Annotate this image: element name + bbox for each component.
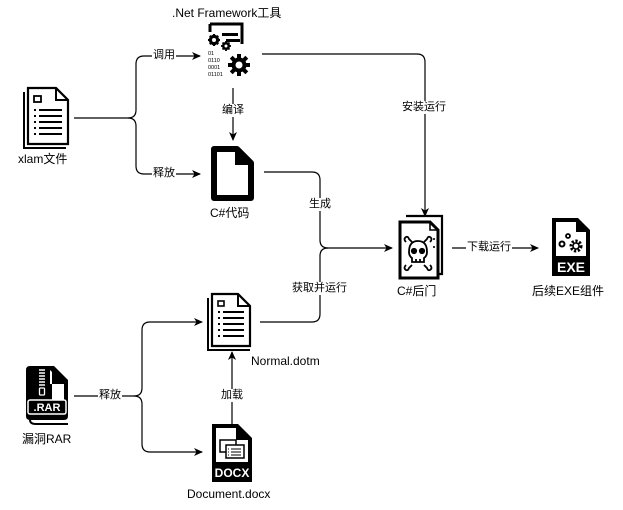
edge-rar-normal: [74, 318, 203, 397]
node-label-normal: Normal.dotm: [251, 354, 320, 368]
edge-xlam-csharp: [127, 117, 201, 178]
node-label-exe: 后续EXE组件: [532, 284, 605, 298]
edge-label-release-2: 释放: [98, 389, 122, 402]
edge-label-install-run: 安装运行: [401, 101, 447, 114]
node-label-docx: Document.docx: [187, 487, 271, 501]
skull-file-icon: [398, 214, 444, 280]
binary-line-1: 01: [208, 51, 214, 57]
edge-rar-docx: [133, 395, 203, 456]
edge-label-generate: 生成: [308, 198, 332, 211]
edge-label-download-run: 下载运行: [466, 241, 512, 254]
edge-label-load: 加载: [220, 389, 244, 402]
binary-line-2: 0110: [208, 58, 220, 64]
rar-badge: .RAR: [34, 402, 61, 414]
normal-dotm-icon: [207, 292, 252, 351]
csharp-file-icon: [211, 146, 254, 201]
binary-line-3: 0001: [208, 65, 220, 71]
edge-label-fetch-run: 获取并运行: [291, 282, 348, 295]
edge-label-release-1: 释放: [152, 167, 176, 180]
rar-file-icon: .RAR: [26, 366, 68, 425]
node-label-dotnet: .Net Framework工具: [172, 6, 282, 20]
edge-label-call: 调用: [152, 49, 176, 62]
dotnet-tool-icon: 01 0110 0001 01101: [208, 22, 250, 78]
edge-dotnet-backdoor: [262, 53, 429, 217]
node-label-xlam: xlam文件: [18, 152, 68, 166]
exe-file-icon: EXE: [552, 218, 590, 276]
node-label-rar: 漏洞RAR: [22, 432, 72, 446]
exe-badge: EXE: [557, 259, 585, 275]
docx-file-icon: DOCX: [212, 424, 252, 482]
xlam-document-icon: [23, 86, 70, 149]
docx-badge: DOCX: [215, 466, 250, 480]
edge-normal-backdoor: [260, 247, 329, 323]
node-label-backdoor: C#后门: [397, 284, 437, 298]
node-label-csharp-code: C#代码: [210, 206, 250, 220]
edge-label-compile: 编译: [221, 104, 245, 117]
binary-line-4: 01101: [208, 72, 223, 78]
edge-xlam-dotnet: [74, 52, 201, 119]
